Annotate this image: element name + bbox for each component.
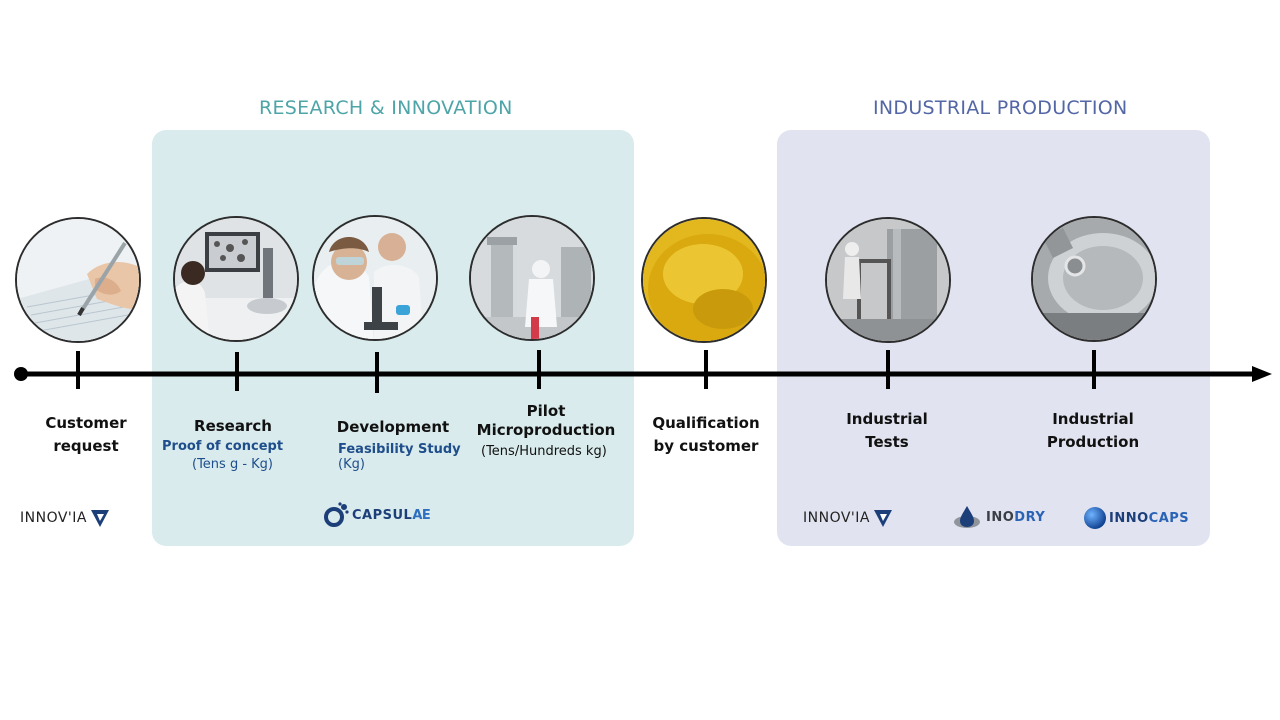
innovia-mark-icon [90,510,109,527]
innocaps-wordmark: INNO [1109,510,1149,526]
step-label-line: Research [194,417,272,435]
step-qualification: Qualification by customer [646,412,766,458]
development-subtitle: Feasibility Study [338,442,461,457]
research-subtitle: Proof of concept [162,439,284,454]
yellow-powder-photo [641,217,767,343]
writing-hand-photo [15,217,141,343]
capsulae-wordmark-suffix: AE [412,507,431,523]
step-label-line: Production [1046,433,1140,451]
innovia-wordmark: INNOV'IA [803,510,870,526]
step-label-line: Development [336,418,450,436]
inodry-wordmark-suffix: DRY [1014,509,1046,525]
step-pilot-microproduction: Pilot Microproduction [476,402,616,440]
industrial-dryer-photo [825,217,951,343]
step-label-line: by customer [653,437,759,455]
laboratory-microscope-photo [173,216,299,342]
innovia-logo-left: INNOV'IA [20,508,110,528]
capsulae-mark-icon [324,502,349,527]
step-industrial-tests: Industrial Tests [837,408,937,454]
step-label-line: Qualification [652,414,760,432]
research-quantity: (Tens g - Kg) [192,457,274,472]
step-label-line: request [53,437,119,455]
capsulae-wordmark: CAPSUL [352,507,413,523]
water-drop-icon [954,506,980,528]
inodry-wordmark: INO [986,509,1015,525]
innovia-logo-right: INNOV'IA [803,508,893,528]
innovia-wordmark: INNOV'IA [20,510,87,526]
step-label-line: Industrial [846,410,928,428]
step-industrial-production: Industrial Production [1038,408,1148,454]
step-label-line: Pilot [526,402,566,420]
step-label-line: Industrial [1052,410,1134,428]
innocaps-wordmark-suffix: CAPS [1148,510,1190,526]
pilot-quantity: (Tens/Hundreds kg) [481,444,607,459]
sphere-icon [1084,507,1106,529]
step-research: Research [183,415,283,438]
step-label-line: Microproduction [476,421,616,439]
scientists-microscope-photo [312,215,438,341]
industrial-production-panel [777,130,1210,546]
step-development: Development [333,416,453,439]
step-label-line: Customer [45,414,127,432]
industrial-production-title: INDUSTRIAL PRODUCTION [873,97,1128,119]
timeline-arrowhead [1252,366,1272,382]
step-customer-request: Customer request [36,412,136,458]
development-quantity: (Kg) [338,457,365,472]
pilot-plant-photo [469,215,595,341]
step-label-line: Tests [865,433,909,451]
production-vessel-photo [1031,216,1157,342]
innovia-mark-icon [873,510,892,527]
research-innovation-title: RESEARCH & INNOVATION [259,97,513,119]
timeline-start-dot [14,367,28,381]
